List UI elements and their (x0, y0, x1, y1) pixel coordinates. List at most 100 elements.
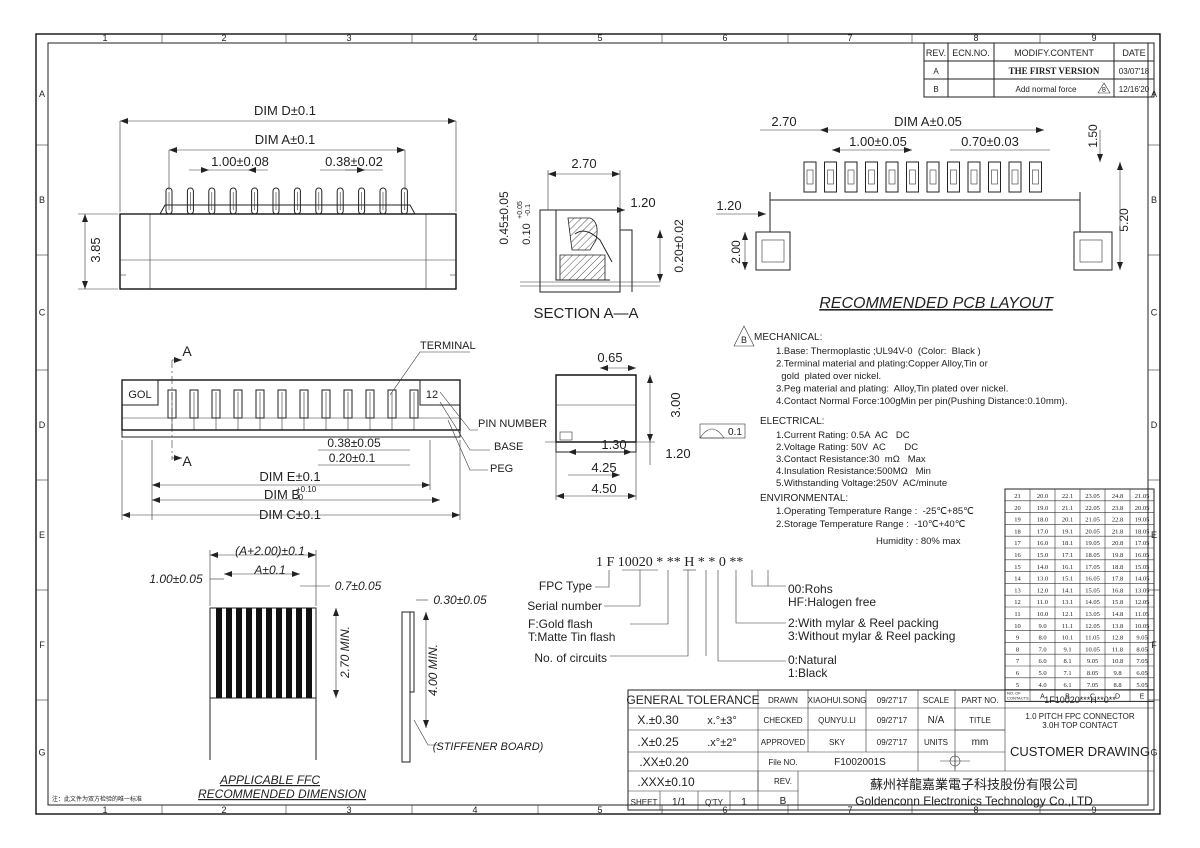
note-line: Humidity : 80% max (876, 536, 961, 547)
front-pin (299, 389, 309, 419)
dim-table-cell: 15.8 (1112, 599, 1123, 606)
dim-table-cell: 12.8 (1112, 635, 1123, 642)
sec-d010-dn: -0.1 (525, 204, 532, 216)
company-en: Goldenconn Electronics Technology Co.,LT… (855, 794, 1093, 808)
dim-table-cell: 22.8 (1112, 517, 1123, 524)
rev-b-date: 12/16'20 (1119, 85, 1150, 94)
pcb-pad (967, 161, 981, 193)
ecn-header: ECN.NO. (952, 48, 990, 58)
dim-table-cell: 20.8 (1112, 540, 1123, 547)
dim-table-cell: 9.8 (1113, 670, 1121, 677)
dim-table-cell: 11.0 (1037, 599, 1048, 606)
pn-serial: Serial number (527, 599, 602, 613)
column-label: 3 (346, 33, 351, 43)
dim-table-cell: 11.05 (1085, 635, 1099, 642)
front-pin (167, 389, 177, 419)
pcb-pad (824, 161, 837, 193)
qty-label: Q'TY (705, 798, 724, 807)
checked-label: CHECKED (763, 716, 802, 725)
dim-table-cell: 16.1 (1062, 564, 1073, 571)
dim-table-cell: 7.1 (1063, 670, 1071, 677)
rev-label: REV. (774, 777, 792, 786)
dim-table-cell: 20.05 (1085, 528, 1100, 535)
ffc-conductor (306, 608, 312, 698)
pcb-d200: 2.00 (729, 240, 743, 264)
dim-table-cell: 21.8 (1112, 528, 1123, 535)
row-label: C (1151, 308, 1158, 318)
dim-table-cell: 18.1 (1062, 540, 1073, 547)
units-label: UNITS (924, 738, 948, 747)
row-label: B (39, 195, 45, 205)
rev-a-content: THE FIRST VERSION (1009, 66, 1100, 76)
row-label: B (1151, 195, 1157, 205)
note-line: 1.Base: Thermoplastic ;UL94V-0 (Color: B… (776, 346, 981, 357)
part-no: 1F10020***H**0** (1044, 695, 1116, 705)
ffc-title-2: RECOMMENDED DIMENSION (198, 787, 366, 801)
rev-b: B (933, 85, 938, 94)
front-d038: 0.38±0.05 (327, 436, 381, 450)
ffc-d270: 2.70 MIN. (338, 626, 352, 679)
note-line: gold plated over nickel. (776, 371, 881, 382)
top-pin (229, 187, 237, 215)
pcb-pad (926, 161, 940, 193)
dim-b-label: DIM B (264, 487, 300, 502)
dim-table-cell: 8.0 (1038, 635, 1046, 642)
dim-b-tol-dn: -0 (296, 493, 304, 502)
ffc-conductor (276, 608, 282, 698)
notes-rev-mark: B (741, 335, 747, 345)
dim-table-cell: 14.05 (1135, 576, 1150, 583)
part-no-label: PART NO. (962, 696, 999, 705)
sec-d270: 2.70 (571, 156, 596, 171)
dim-table-cell: 10.05 (1135, 623, 1150, 630)
dim-table-header: NO. OF (1007, 691, 1021, 696)
tol-angle-xx: .x°±2° (707, 737, 737, 749)
dim-table-cell: 11.05 (1135, 611, 1149, 618)
column-label: 5 (597, 805, 602, 815)
tol-xxx: .XX±0.20 (639, 755, 689, 769)
side-view: 0.65 3.00 0.1 1.30 4.25 4.50 1.20 (545, 350, 746, 500)
title-label: TITLE (969, 716, 991, 725)
dim-table-cell: 10 (1014, 623, 1021, 630)
rev-a: A (933, 67, 939, 76)
row-label: E (39, 530, 45, 540)
dim-table-cell: 6.1 (1063, 682, 1071, 689)
note-line: 2.Terminal material and plating:Copper A… (776, 359, 988, 370)
dim-table-cell: 15.05 (1085, 587, 1100, 594)
column-label: 2 (221, 805, 226, 815)
note-line: 4.Insulation Resistance:500MΩ Min (776, 466, 931, 477)
front-pin (409, 389, 419, 419)
pcb-pad (1029, 161, 1042, 193)
dim-table-header: CONTACTS (1007, 696, 1029, 701)
dim-table-cell: 21.05 (1135, 493, 1150, 500)
dim-table-header: B (1065, 694, 1070, 701)
drawn-date: 09/27'17 (877, 696, 908, 705)
dim-table-cell: 22.1 (1062, 493, 1073, 500)
row-label: C (39, 308, 46, 318)
dim-table-cell: 14.8 (1112, 611, 1123, 618)
sheet-label: SHEET (631, 798, 658, 807)
peg-label: PEG (490, 463, 513, 475)
ffc-conductor (256, 608, 262, 698)
dim-table-cell: 16.8 (1112, 587, 1123, 594)
terminal-label: TERMINAL (420, 340, 476, 352)
dim-table-cell: 8 (1016, 646, 1019, 653)
column-label: 3 (346, 805, 351, 815)
dim-e-label: DIM E±0.1 (259, 469, 320, 484)
side-d130: 1.30 (601, 437, 626, 452)
row-label: A (39, 89, 45, 99)
part-number-breakdown: 1 F 10020 * ** H * * 0 ** FPC Type Seria… (527, 555, 955, 680)
dim-table-cell: 12.1 (1062, 611, 1073, 618)
pn-natural: 0:Natural (788, 653, 837, 667)
note-line: 3.Peg material and plating: Alloy,Tin pl… (776, 384, 1008, 395)
note-line: 1.Operating Temperature Range : -25℃+85℃ (776, 506, 974, 517)
base-label: BASE (494, 441, 523, 453)
pin-left-label: GOL (128, 389, 151, 401)
dim-table-cell: 14.05 (1085, 599, 1100, 606)
top-pin (336, 187, 344, 215)
pcb-pad (906, 161, 919, 193)
dim-table-cell: 13.05 (1085, 611, 1100, 618)
dim-table-cell: 12.05 (1135, 599, 1150, 606)
ffc-d100: 1.00±0.05 (149, 572, 203, 586)
file-no: F1002001S (834, 757, 886, 768)
